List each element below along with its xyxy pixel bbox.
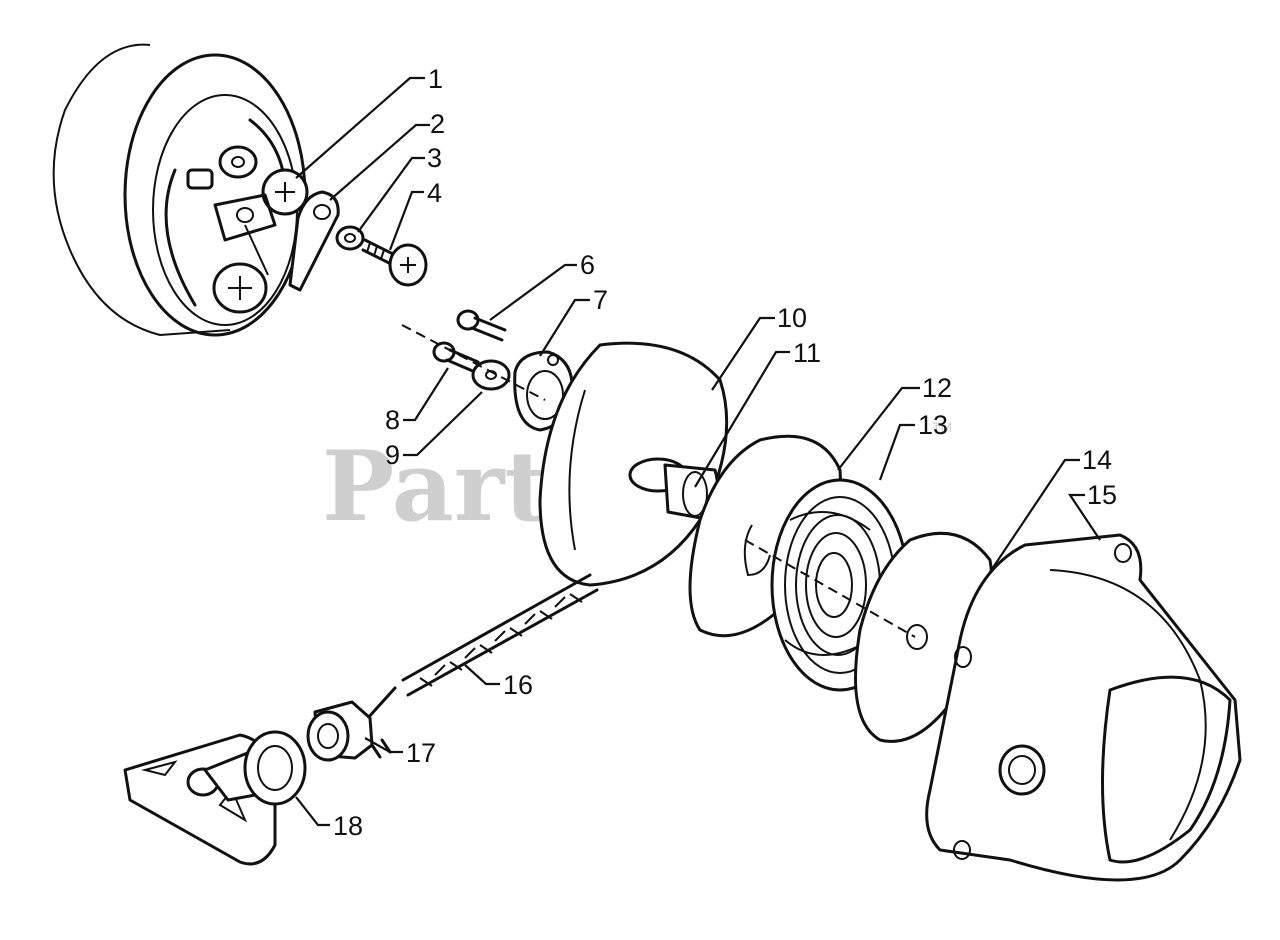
pulley-part: [538, 341, 729, 587]
callouts: 1 2 3 4 6 7 8 9 10 11 12 13 14 15 16 17 …: [333, 64, 1117, 841]
callout-1: 1: [428, 64, 443, 94]
callout-16: 16: [503, 670, 533, 700]
callout-18: 18: [333, 811, 363, 841]
rope-guide-part: [306, 700, 374, 762]
screw-part: [361, 238, 428, 287]
screw-6-part: [456, 309, 507, 342]
washer-part: [335, 225, 365, 251]
callout-11: 11: [793, 338, 821, 368]
screw-8-part: [432, 341, 480, 374]
leader-lines: [295, 76, 1101, 827]
callout-14: 14: [1082, 445, 1112, 475]
callout-4: 4: [427, 178, 442, 208]
callout-7: 7: [593, 285, 608, 315]
callout-3: 3: [427, 143, 442, 173]
callout-13: 13: [918, 410, 948, 440]
starter-housing-part: [925, 533, 1242, 882]
callout-12: 12: [922, 373, 952, 403]
flywheel-part: [52, 43, 309, 337]
callout-17: 17: [406, 738, 436, 768]
callout-6: 6: [580, 250, 595, 280]
callout-8: 8: [385, 405, 400, 435]
callout-9: 9: [385, 440, 400, 470]
starter-handle-part: [123, 730, 307, 866]
plate-part: [688, 434, 842, 638]
washer-9-part: [471, 359, 511, 391]
callout-2: 2: [430, 109, 445, 139]
watermark-trademark: TM: [932, 419, 952, 435]
callout-15: 15: [1087, 480, 1117, 510]
pawl-part: [288, 190, 340, 292]
callout-10: 10: [777, 303, 807, 333]
